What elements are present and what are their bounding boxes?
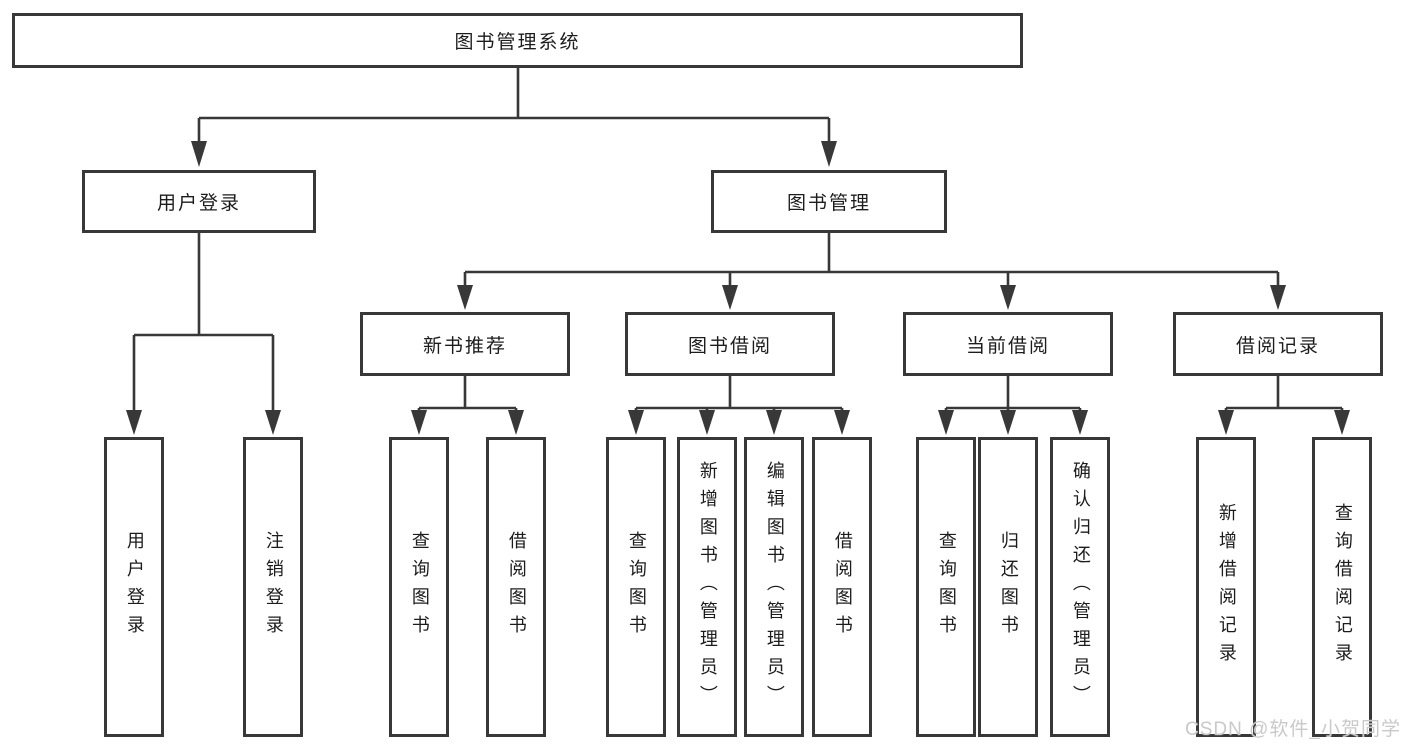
leaf-label: 查询图书 [409, 531, 430, 643]
leaf-confirm-return-admin: 确认归还（管理员） [1050, 437, 1110, 737]
node-label: 当前借阅 [965, 335, 1050, 357]
leaf-edit-books-admin: 编辑图书（管理员） [744, 437, 804, 737]
leaf-logout-login: 注销登录 [243, 437, 303, 737]
leaf-label: 编辑图书（管理员） [764, 461, 785, 713]
leaf-label: 查询借阅记录 [1332, 503, 1353, 671]
leaf-label: 归还图书 [998, 531, 1019, 643]
leaf-label: 查询图书 [936, 531, 957, 643]
leaf-label: 注销登录 [263, 531, 284, 643]
leaf-label: 确认归还（管理员） [1070, 461, 1091, 713]
leaf-label: 用户登录 [124, 531, 145, 643]
leaf-borrow-books-recommend: 借阅图书 [486, 437, 546, 737]
leaf-query-books-current: 查询图书 [916, 437, 976, 737]
node-book-borrowing: 图书借阅 [625, 312, 835, 376]
node-label: 用户登录 [156, 193, 241, 214]
leaf-borrow-books-borrowing: 借阅图书 [812, 437, 872, 737]
leaf-query-books-borrowing: 查询图书 [606, 437, 666, 737]
leaf-label: 查询图书 [626, 531, 647, 643]
leaf-query-borrow-record: 查询借阅记录 [1312, 437, 1372, 737]
node-library-management-system: 图书管理系统 [12, 13, 1023, 68]
node-borrowing-records: 借阅记录 [1173, 312, 1383, 376]
leaf-add-books-admin: 新增图书（管理员） [677, 437, 737, 737]
arrowheads [126, 141, 1350, 435]
node-book-management: 图书管理 [711, 170, 947, 233]
node-user-login: 用户登录 [82, 170, 316, 233]
watermark: CSDN @软件_小贺同学 [1185, 719, 1401, 740]
leaf-user-login: 用户登录 [104, 437, 164, 737]
node-current-borrowing: 当前借阅 [903, 312, 1113, 376]
leaf-label: 新增借阅记录 [1216, 503, 1237, 671]
leaf-return-books: 归还图书 [978, 437, 1038, 737]
connector-segments [132, 68, 1344, 414]
leaf-add-borrow-record: 新增借阅记录 [1196, 437, 1256, 737]
node-label: 图书管理系统 [454, 32, 581, 53]
node-label: 借阅记录 [1235, 335, 1320, 357]
leaf-label: 借阅图书 [832, 531, 853, 643]
node-label: 图书管理 [786, 193, 871, 214]
leaf-label: 借阅图书 [506, 531, 527, 643]
node-label: 图书借阅 [687, 335, 772, 357]
leaf-query-books-recommend: 查询图书 [389, 437, 449, 737]
node-new-book-recommend: 新书推荐 [360, 312, 570, 376]
node-label: 新书推荐 [422, 335, 507, 357]
leaf-label: 新增图书（管理员） [697, 461, 718, 713]
